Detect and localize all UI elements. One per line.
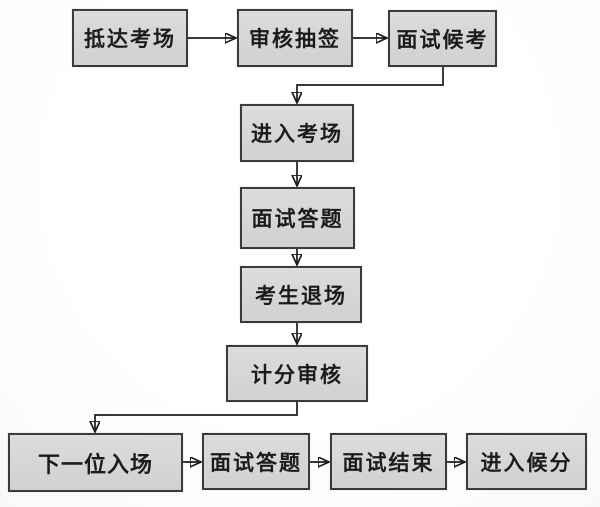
node-score-review: 计分审核 bbox=[226, 345, 368, 402]
node-interview-answering: 面试答题 bbox=[240, 187, 355, 249]
node-interview-answering-2: 面试答题 bbox=[202, 433, 310, 490]
node-arrive-exam-venue: 抵达考场 bbox=[72, 9, 188, 67]
node-review-draw-lots: 审核抽签 bbox=[237, 9, 353, 67]
node-enter-exam-room: 进入考场 bbox=[240, 104, 354, 162]
edge-waiting-to-enter bbox=[297, 67, 444, 102]
node-interview-waiting: 面试候考 bbox=[388, 10, 497, 67]
node-candidate-exit: 考生退场 bbox=[240, 266, 362, 323]
node-enter-score-waiting: 进入候分 bbox=[466, 433, 587, 490]
node-next-candidate-enter: 下一位入场 bbox=[8, 433, 183, 492]
node-interview-end: 面试结束 bbox=[330, 433, 447, 490]
edge-score-to-next bbox=[95, 402, 298, 431]
